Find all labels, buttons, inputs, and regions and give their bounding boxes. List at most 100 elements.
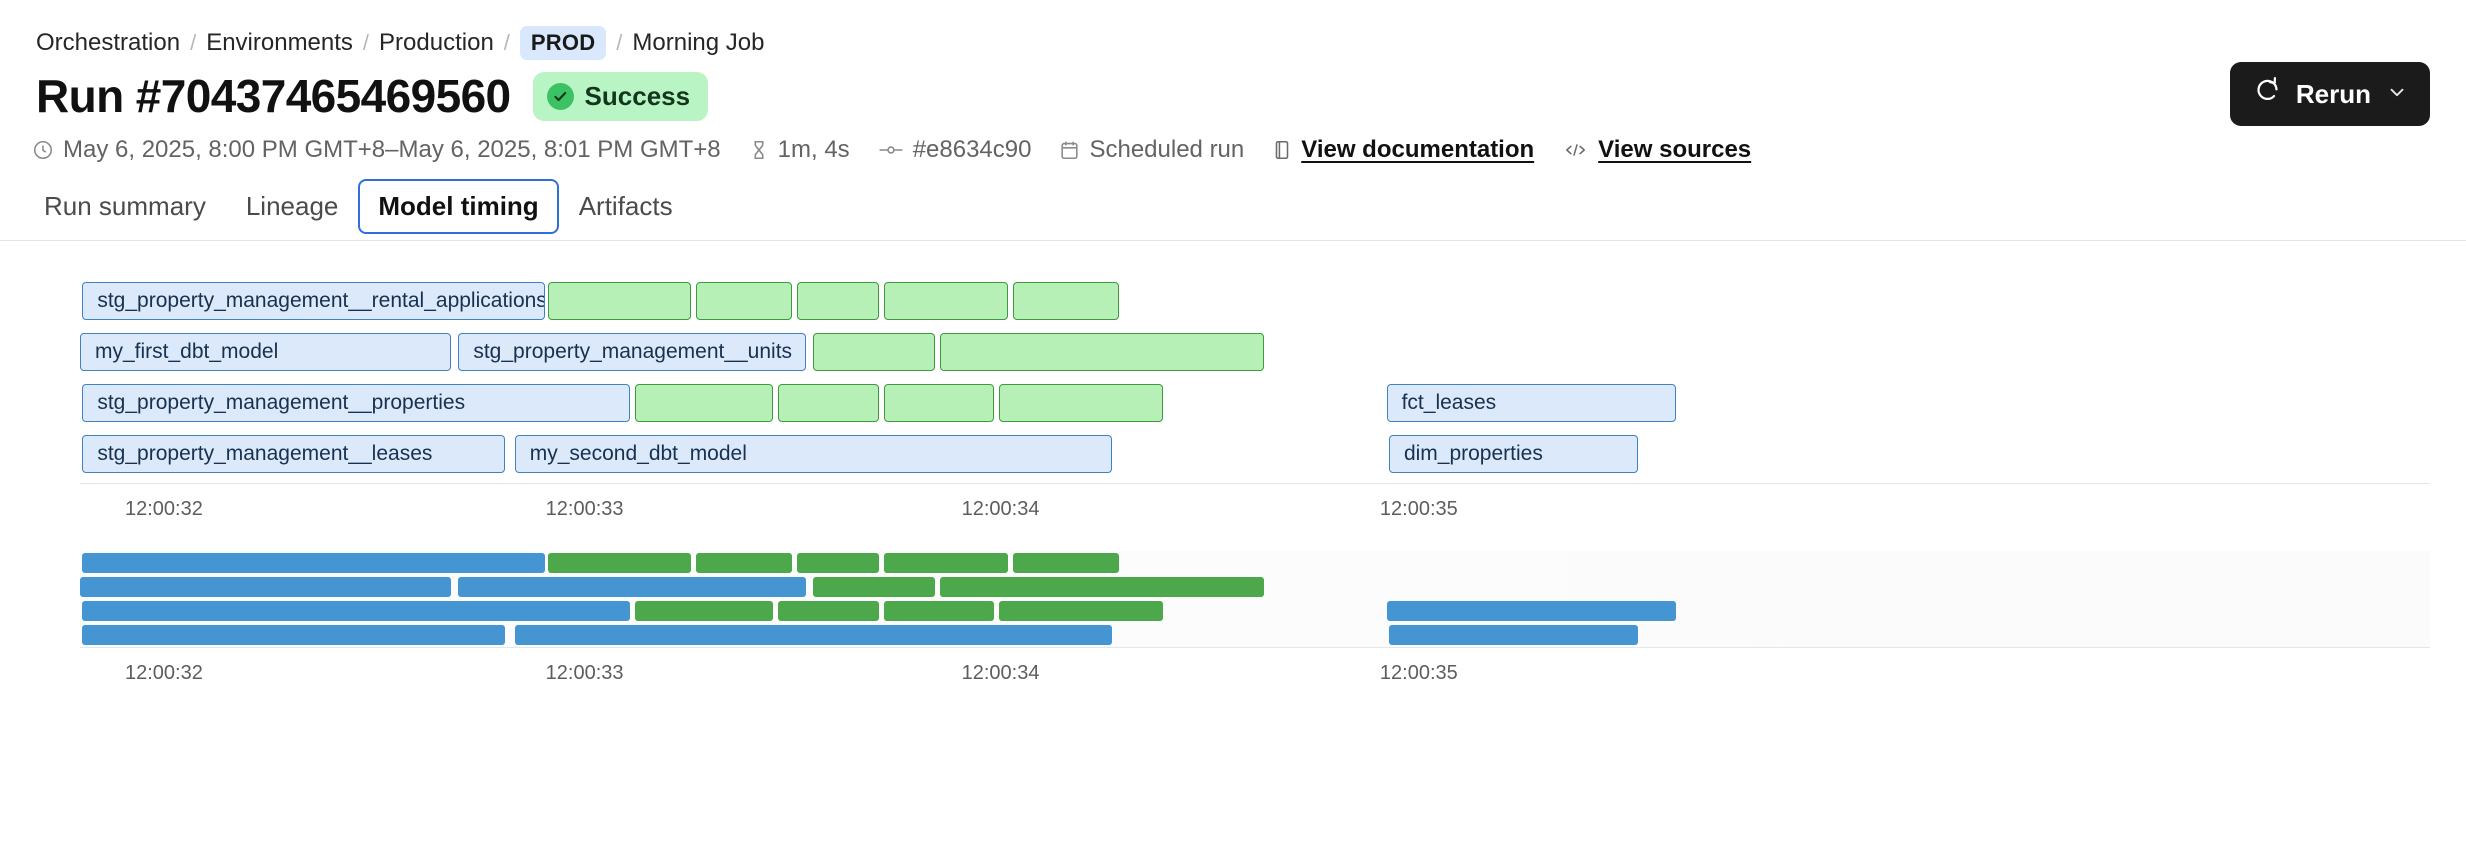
git-commit-icon: [878, 139, 904, 161]
minimap-bar[interactable]: [82, 601, 630, 621]
tab-bar: Run summary Lineage Model timing Artifacts: [0, 177, 2466, 241]
breadcrumb-separator: /: [190, 30, 197, 55]
model-timing-chart: stg_property_management__rental_applicat…: [0, 241, 2466, 691]
tab-model-timing[interactable]: Model timing: [358, 179, 559, 234]
hourglass-icon: [749, 139, 769, 161]
gantt-bar-label: stg_property_management__leases: [97, 442, 433, 465]
tab-artifacts[interactable]: Artifacts: [578, 191, 673, 221]
gantt-bar-test[interactable]: [777, 384, 879, 422]
status-badge: Success: [532, 72, 709, 121]
minimap-axis-tick: 12:00:35: [1379, 662, 1458, 684]
gantt-bar-test[interactable]: [883, 282, 1009, 320]
tab-lineage[interactable]: Lineage: [245, 191, 339, 221]
gantt-bar-label: stg_property_management__rental_applicat…: [97, 289, 546, 312]
gantt-bar-stg_property_management__leases[interactable]: stg_property_management__leases: [82, 435, 506, 473]
gantt-bar-test[interactable]: [1012, 282, 1119, 320]
meta-commit: #e8634c90: [878, 136, 1032, 164]
view-sources-link[interactable]: View sources: [1598, 136, 1752, 163]
minimap-bar[interactable]: [547, 553, 691, 573]
gantt-axis-tick: 12:00:34: [961, 498, 1040, 520]
minimap-bar[interactable]: [82, 625, 506, 645]
minimap-axis-tick: 12:00:34: [961, 662, 1040, 684]
minimap-axis-tick: 12:00:33: [545, 662, 624, 684]
minimap-bar[interactable]: [514, 625, 1112, 645]
breadcrumb-separator: /: [503, 30, 510, 55]
meta-duration-text: 1m, 4s: [777, 136, 850, 163]
minimap-bar[interactable]: [695, 553, 793, 573]
minimap-bar[interactable]: [82, 553, 546, 573]
minimap-bar[interactable]: [1388, 625, 1639, 645]
calendar-icon: [1059, 139, 1080, 161]
chevron-down-icon: [2386, 79, 2408, 110]
minimap-row[interactable]: [80, 599, 2430, 623]
minimap-bar[interactable]: [1012, 553, 1119, 573]
minimap-bar[interactable]: [634, 601, 774, 621]
gantt-time-axis: 12:00:32 12:00:33 12:00:34 12:00:35: [80, 483, 2430, 527]
minimap-bar[interactable]: [458, 577, 807, 597]
minimap-bar[interactable]: [883, 553, 1009, 573]
gantt-bar-label: fct_leases: [1401, 391, 1497, 414]
minimap-axis-tick: 12:00:32: [125, 662, 203, 684]
gantt-bar-my_second_dbt_model[interactable]: my_second_dbt_model: [514, 435, 1112, 473]
breadcrumb-separator: /: [616, 30, 623, 55]
breadcrumb-separator: /: [362, 30, 370, 55]
gantt-bar-dim_properties[interactable]: dim_properties: [1388, 435, 1639, 473]
tab-run-summary[interactable]: Run summary: [44, 191, 206, 221]
gantt-axis-tick: 12:00:32: [125, 498, 203, 520]
minimap-rows[interactable]: [80, 551, 2430, 647]
meta-commit-text: #e8634c90: [912, 136, 1032, 163]
gantt-bar-test[interactable]: [695, 282, 793, 320]
code-icon: [1562, 139, 1589, 161]
gantt-bar-stg_property_management__properties[interactable]: stg_property_management__properties: [82, 384, 630, 422]
page-title: Run #70437465469560: [36, 70, 511, 123]
gantt-row: my_first_dbt_model stg_property_managemen…: [80, 328, 2430, 379]
minimap-bar[interactable]: [883, 601, 995, 621]
minimap-time-axis: 12:00:32 12:00:33 12:00:34 12:00:35: [80, 647, 2430, 691]
minimap-row[interactable]: [80, 623, 2430, 647]
run-metadata: May 6, 2025, 8:00 PM GMT+8–May 6, 2025, …: [0, 121, 2466, 165]
meta-documentation[interactable]: View documentation: [1272, 136, 1534, 164]
gantt-bar-stg_property_management__units[interactable]: stg_property_management__units: [458, 333, 807, 371]
gantt-bar-test[interactable]: [813, 333, 936, 371]
gantt-bar-label: my_first_dbt_model: [95, 340, 279, 363]
gantt-bar-test[interactable]: [547, 282, 691, 320]
rerun-button[interactable]: Rerun: [2229, 62, 2430, 126]
meta-duration: 1m, 4s: [749, 136, 850, 164]
breadcrumb-item-environments[interactable]: Environments: [206, 29, 353, 56]
gantt-axis-tick: 12:00:35: [1379, 498, 1458, 520]
gantt-bar-label: my_second_dbt_model: [529, 442, 747, 465]
minimap-bar[interactable]: [998, 601, 1164, 621]
breadcrumb-item-production[interactable]: Production: [379, 29, 494, 56]
minimap-bar[interactable]: [796, 553, 879, 573]
gantt-bar-test[interactable]: [998, 384, 1164, 422]
meta-timerange-text: May 6, 2025, 8:00 PM GMT+8–May 6, 2025, …: [63, 136, 721, 163]
minimap-bar[interactable]: [1386, 601, 1676, 621]
minimap-row[interactable]: [80, 575, 2430, 599]
gantt-bar-stg_property_management__rental_applications[interactable]: stg_property_management__rental_applicat…: [82, 282, 546, 320]
minimap-row[interactable]: [80, 551, 2430, 575]
gantt-bar-my_first_dbt_model[interactable]: my_first_dbt_model: [80, 333, 452, 371]
status-badge-label: Success: [584, 81, 691, 111]
meta-trigger: Scheduled run: [1059, 136, 1244, 164]
meta-sources[interactable]: View sources: [1562, 136, 1751, 164]
gantt-bar-label: stg_property_management__properties: [97, 391, 466, 414]
gantt-rows: stg_property_management__rental_applicat…: [80, 277, 2430, 483]
meta-timerange: May 6, 2025, 8:00 PM GMT+8–May 6, 2025, …: [32, 136, 721, 164]
gantt-bar-test[interactable]: [883, 384, 995, 422]
gantt-bar-test[interactable]: [940, 333, 1265, 371]
breadcrumb-item-orchestration[interactable]: Orchestration: [36, 29, 181, 56]
gantt-axis-tick: 12:00:33: [545, 498, 624, 520]
breadcrumb-badge-prod[interactable]: PROD: [519, 26, 607, 60]
gantt-bar-test[interactable]: [796, 282, 879, 320]
gantt-bar-test[interactable]: [634, 384, 774, 422]
view-documentation-link[interactable]: View documentation: [1301, 136, 1535, 163]
minimap-bar[interactable]: [940, 577, 1265, 597]
breadcrumb: Orchestration / Environments / Production / PR…: [0, 0, 2466, 60]
meta-trigger-text: Scheduled run: [1089, 136, 1245, 163]
minimap-bar[interactable]: [813, 577, 936, 597]
minimap-bar[interactable]: [80, 577, 452, 597]
minimap-bar[interactable]: [777, 601, 879, 621]
minimap-section: 12:00:32 12:00:33 12:00:34 12:00:35: [0, 527, 2466, 691]
gantt-bar-fct_leases[interactable]: fct_leases: [1386, 384, 1676, 422]
rerun-button-label: Rerun: [2295, 78, 2371, 109]
